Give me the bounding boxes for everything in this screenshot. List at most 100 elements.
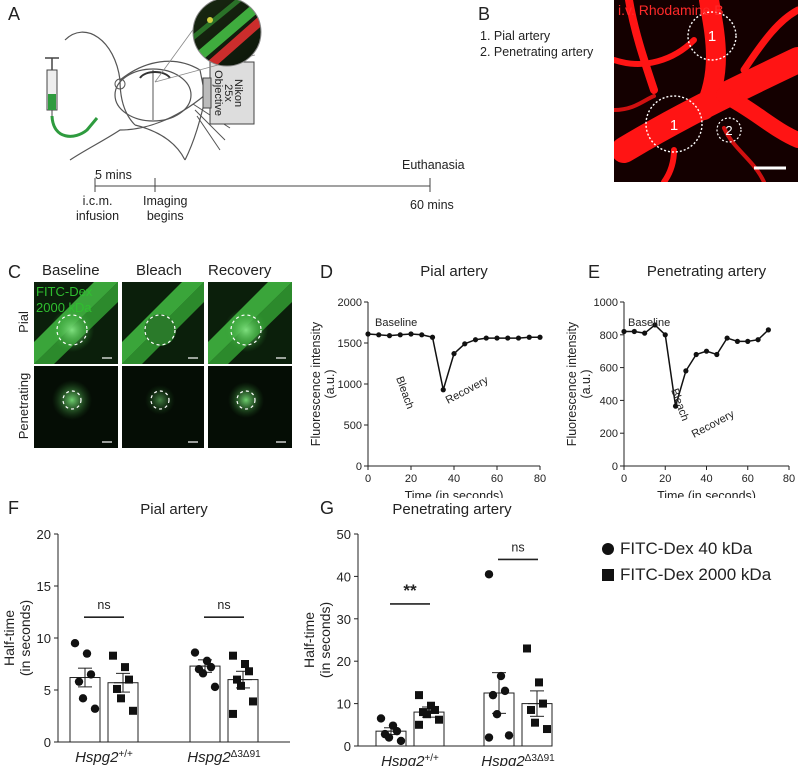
y-tick-label: 10 [37, 631, 51, 646]
y-tick-label: 800 [600, 330, 618, 342]
group-label: Hspg2Δ3Δ91 [187, 749, 261, 766]
data-point [494, 335, 500, 341]
y-tick-label: 1000 [594, 297, 618, 309]
data-point [621, 328, 627, 335]
data-point-square [539, 699, 547, 708]
timeline-5min: 5 mins [95, 168, 132, 182]
y-tick-label: 50 [337, 527, 351, 542]
data-point-circle [392, 726, 402, 736]
y-axis-label: Half-time [1, 610, 17, 666]
significance-label: ** [403, 581, 417, 600]
data-point-circle [396, 736, 406, 746]
data-point [662, 332, 668, 338]
data-point [440, 387, 446, 393]
data-point [537, 334, 543, 340]
y-tick-label: 30 [337, 612, 351, 627]
legend-marker-circle [602, 543, 614, 555]
significance-label: ns [97, 598, 110, 612]
y-axis-label-unit: (in seconds) [317, 602, 333, 678]
data-point-circle [496, 671, 506, 681]
chart-title: Penetrating artery [647, 263, 767, 280]
data-point [483, 335, 489, 341]
legend-marker-square [602, 569, 614, 581]
row-label-pial: Pial [16, 311, 31, 333]
panel-letter-f: F [8, 498, 19, 518]
annotation-bleach: Bleach [393, 375, 416, 411]
x-tick-label: 60 [742, 473, 754, 485]
data-point [429, 334, 436, 340]
data-point [376, 332, 382, 338]
data-point [397, 332, 403, 338]
panel-letter-e: E [588, 262, 601, 282]
vessel-marker-1b: 1 [708, 28, 716, 45]
data-point-square [121, 663, 129, 672]
vessel-marker-1a: 1 [670, 117, 678, 134]
y-tick-label: 1000 [338, 379, 362, 391]
data-point-square [427, 701, 435, 710]
y-axis-label: Half-time [301, 612, 317, 668]
data-point [765, 327, 771, 333]
y-axis-label-unit: (a.u.) [579, 369, 593, 398]
annotation-recovery: Recovery [444, 374, 491, 407]
y-tick-label: 1500 [338, 338, 362, 350]
objective-label-3: Objective [212, 70, 224, 116]
series-line [367, 333, 540, 390]
data-point-square [117, 694, 125, 703]
y-tick-label: 0 [356, 461, 362, 473]
data-point-circle [74, 677, 84, 686]
data-point-square [245, 667, 253, 676]
y-tick-label: 0 [344, 739, 351, 754]
data-point-circle [210, 682, 220, 692]
data-point [642, 330, 648, 336]
x-tick-label: 80 [534, 473, 546, 485]
x-axis-label: Time (in seconds) [657, 489, 756, 498]
data-point [419, 332, 425, 338]
vessel-marker-2: 2 [725, 123, 732, 138]
fitc-dex-tag: FITC-Dex 2000 kDa [36, 284, 93, 315]
rhodamine-label: i.v. Rhodamine B [618, 2, 724, 18]
data-point-circle [484, 733, 494, 742]
y-axis-label: Fluorescence intensity [309, 321, 323, 446]
timeline-icm: i.c.m.infusion [76, 194, 120, 223]
legend-label-40kda: FITC-Dex 40 kDa [620, 539, 753, 558]
data-point-square [229, 709, 237, 718]
annotation-bleach: Bleach [668, 387, 691, 423]
x-axis-label: Time (in seconds) [405, 489, 504, 498]
data-point-square [543, 725, 551, 734]
mouse-schematic: Nikon 25x Objective [45, 0, 262, 161]
data-point [505, 335, 511, 341]
data-point [526, 334, 532, 340]
data-point [755, 337, 761, 343]
rhodamine-micrograph: 1 1 2 [614, 0, 798, 182]
data-point [683, 368, 689, 374]
data-point-circle [82, 649, 92, 658]
data-point [693, 351, 699, 358]
data-point-square [229, 651, 237, 660]
y-tick-label: 0 [44, 735, 51, 750]
data-point-circle [376, 714, 386, 723]
data-point [714, 351, 720, 358]
data-point-square [415, 691, 423, 700]
data-point-circle [384, 733, 394, 742]
data-point-circle [504, 731, 514, 740]
data-point [451, 351, 457, 357]
x-tick-label: 40 [448, 473, 460, 485]
x-tick-label: 20 [405, 473, 417, 485]
y-axis-label-unit: (in seconds) [17, 600, 33, 676]
data-point-square [249, 697, 257, 706]
data-point-circle [492, 710, 502, 719]
data-point-circle [500, 686, 510, 696]
data-point [724, 335, 730, 341]
y-tick-label: 400 [600, 395, 618, 407]
group-label: Hspg2Δ3Δ91 [481, 753, 555, 766]
data-point [745, 338, 751, 344]
chart-title: Pial artery [420, 263, 488, 280]
data-point [672, 403, 679, 409]
panel-letter-c: C [8, 262, 21, 282]
data-point [703, 348, 710, 354]
data-point-circle [90, 704, 100, 713]
data-point-circle [198, 669, 208, 678]
